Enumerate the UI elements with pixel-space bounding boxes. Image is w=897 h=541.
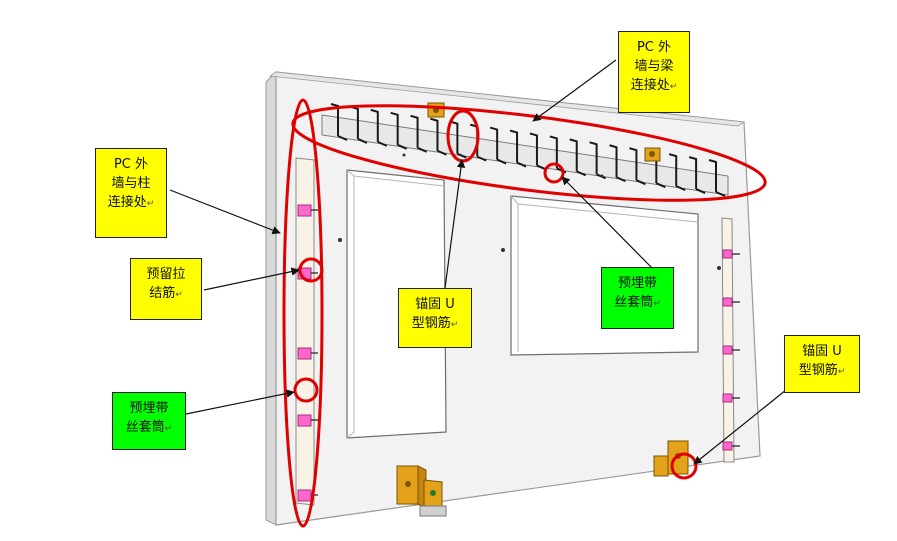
u-bar [410,114,427,153]
threaded-sleeve [722,249,733,259]
label-u-bar-center: 锚固 U 型钢筋↵ [398,288,472,348]
label-wall-column-connection: PC 外墙与柱连接处↵ [95,148,167,238]
return-mark: ↵ [669,82,678,92]
threaded-sleeve [297,204,312,217]
threaded-sleeve [297,414,312,427]
return-mark: ↵ [837,367,846,377]
leader-wall-column [169,189,281,235]
return-mark: ↵ [146,199,155,209]
lifting-lug-top-left [427,102,445,118]
u-bar [370,108,388,147]
bottom-bracket-center [419,479,447,517]
threaded-sleeve [722,393,733,403]
return-mark: ↵ [450,320,459,330]
label-text: 型钢筋 [411,316,451,331]
threaded-sleeve [297,489,312,502]
highlight-tie-bar [298,257,324,283]
leader-lines [169,59,787,465]
label-tie-bar: 预留拉结筋↵ [130,258,202,320]
label-line: 墙与梁 [625,57,683,76]
return-mark: ↵ [164,424,173,434]
label-line: 型钢筋↵ [405,314,465,335]
label-text: 型钢筋 [798,363,838,378]
label-text: 预埋带 [617,276,657,291]
threaded-sleeve [722,297,733,307]
bottom-bracket-left [396,465,427,509]
label-line: 型钢筋↵ [791,361,853,382]
label-line: PC 外 [625,38,683,57]
label-text: 墙与梁 [634,59,674,74]
return-mark: ↵ [175,290,183,300]
highlight-left-column-joint [282,98,324,528]
panel-side-edge [265,70,277,526]
top-beam-connection-strip [321,114,729,196]
highlight-sleeve-top [543,162,565,184]
label-line: 预埋带 [608,274,667,293]
label-text: 丝套筒 [614,295,654,310]
label-sleeve-left: 预埋带丝套筒↵ [112,392,186,450]
label-text: 丝套筒 [125,420,165,435]
label-text: 锚固 U [415,297,455,312]
left-column-connection-strip [295,157,318,506]
leader-u-bar-center [444,159,466,289]
window-opening-left [346,169,447,439]
label-text: PC 外 [636,40,672,55]
label-line: 锚固 U [405,295,465,314]
label-line: 连接处↵ [102,193,160,214]
label-text: 锚固 U [802,344,842,359]
label-line: 丝套筒↵ [119,418,179,439]
highlight-u-bar-right [670,452,698,480]
leader-sleeve-top [561,176,657,273]
lifting-lug-top-right [644,147,661,162]
label-text: 墙与柱 [111,176,151,191]
label-text: 预留拉 [146,267,186,282]
label-line: 结筋↵ [137,284,195,305]
red-highlights [282,98,767,528]
leader-tie-bar [203,267,300,291]
label-u-bar-right: 锚固 U 型钢筋↵ [784,335,860,393]
label-line: 预留拉 [137,265,195,284]
u-bar [629,147,646,186]
threaded-sleeve [297,347,312,360]
leader-u-bar-right [693,389,787,465]
label-line: PC 外 [102,155,160,174]
return-mark: ↵ [653,299,661,309]
u-bar [668,153,686,192]
u-bar [708,159,726,197]
panel-inserts [338,153,721,270]
label-sleeve-top: 预埋带丝套筒↵ [601,267,674,329]
u-bar [609,144,626,183]
label-line: 丝套筒↵ [608,293,667,314]
highlight-sleeve-left [293,377,319,403]
right-column-connection-strip [721,217,740,463]
label-text: 预埋带 [129,401,169,416]
leader-wall-beam [532,59,617,122]
label-text: 结筋 [149,286,176,301]
u-bar [430,117,447,156]
u-bar [489,126,507,165]
u-bar [569,138,587,177]
label-text: 连接处 [630,78,670,93]
u-bar [688,156,706,194]
label-text: 连接处 [107,195,147,210]
label-line: 连接处↵ [625,76,683,97]
label-wall-beam-connection: PC 外墙与梁连接处↵ [618,31,690,113]
u-bar [390,111,408,150]
label-line: 预埋带 [119,399,179,418]
threaded-sleeve [722,441,733,451]
u-bar [450,120,467,159]
u-bar [509,129,527,168]
label-line: 锚固 U [791,342,853,361]
label-line: 墙与柱 [102,174,160,193]
label-text: PC 外 [113,157,149,172]
anchoring-u-bars [330,103,726,197]
leader-sleeve-left [185,389,295,415]
threaded-sleeve [722,345,733,355]
